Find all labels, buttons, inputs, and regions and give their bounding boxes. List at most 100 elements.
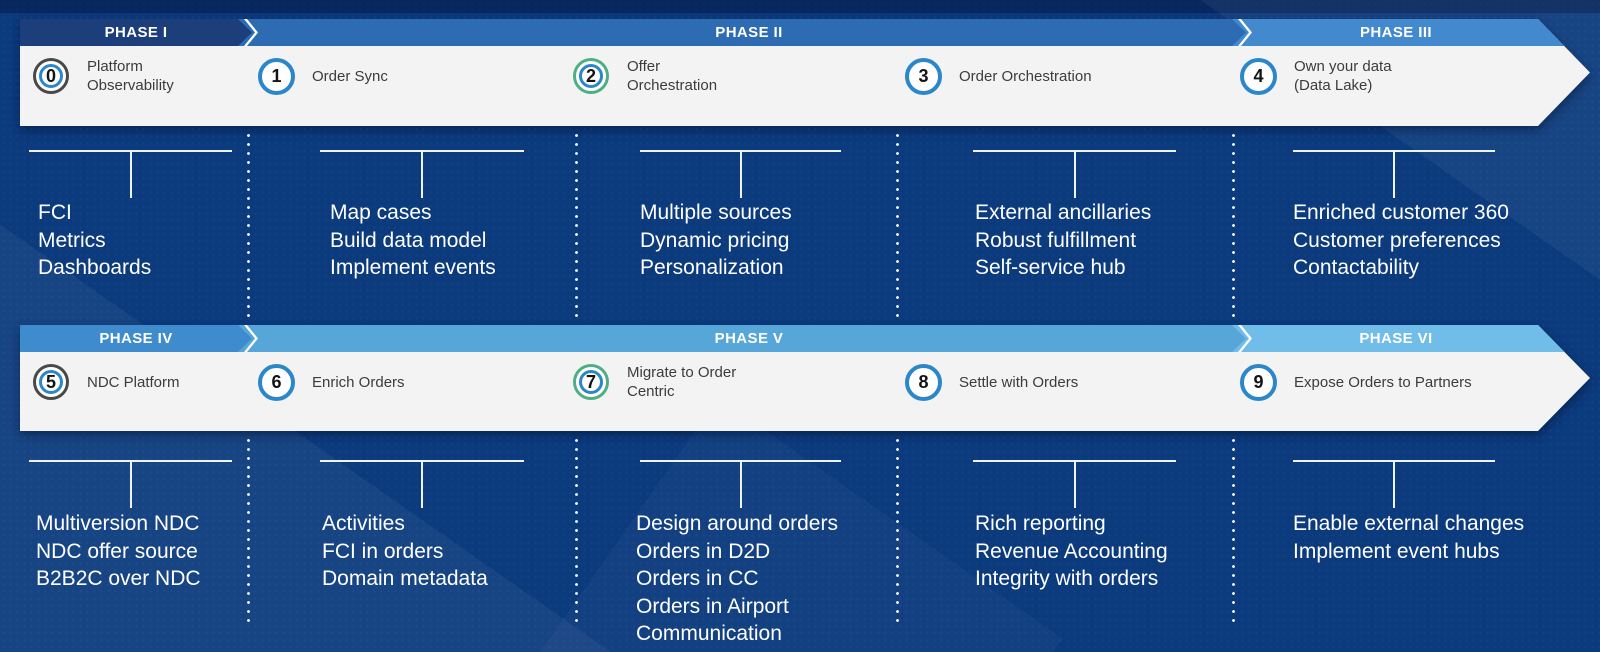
list-item: Customer preferences: [1293, 228, 1501, 252]
milestone-number: 4: [1253, 66, 1264, 86]
list-item: Enable external changes: [1293, 512, 1525, 535]
badge-inner-ring: 2: [579, 64, 603, 88]
milestone-number: 2: [585, 65, 596, 86]
phase-i-label: PHASE I: [104, 24, 168, 41]
milestone-5-badge: 5: [33, 364, 69, 400]
phase-iv-label: PHASE IV: [99, 330, 173, 347]
dotted-separator: [896, 131, 899, 321]
badge-inner-ring: 9: [1247, 371, 1271, 395]
list-item: Multiversion NDC: [36, 512, 200, 535]
phase-bar-bottom: PHASE IV PHASE V PHASE VI 5 NDC Platform…: [20, 325, 1590, 431]
list-item: Orders in D2D: [636, 539, 771, 563]
dotted-separator: [1232, 436, 1235, 628]
phase-bar-top-body: PHASE I PHASE II PHASE III 0 Platform Ob…: [20, 19, 1590, 126]
phase-i-segment: [20, 19, 252, 46]
badge-inner-ring: 6: [265, 371, 289, 395]
list-item: Rich reporting: [975, 512, 1106, 535]
milestone-3-badge: 3: [905, 58, 942, 95]
deliverables-list: Enable external changes Implement event …: [1293, 510, 1524, 565]
milestone-number: 1: [271, 66, 282, 86]
list-item: Communication: [636, 622, 782, 645]
milestone-label: Order Sync: [312, 67, 388, 85]
bracket-connector: [29, 460, 232, 510]
milestone-0-badge: 0: [33, 58, 69, 94]
phase-bar-top: PHASE I PHASE II PHASE III 0 Platform Ob…: [20, 19, 1590, 126]
list-item: Dashboards: [38, 256, 152, 279]
deliverables-list: Activities FCI in orders Domain metadata: [322, 510, 488, 593]
milestone-label: NDC Platform: [87, 373, 180, 391]
milestone-number: 3: [918, 66, 929, 86]
list-item: Orders in CC: [636, 567, 759, 590]
phase-v-label: PHASE V: [714, 330, 784, 347]
bracket-connector: [320, 460, 524, 510]
milestone-7-badge: 7: [573, 364, 609, 400]
deliverables-list: Map cases Build data model Implement eve…: [330, 199, 496, 282]
phase-bar-bottom-body: PHASE IV PHASE V PHASE VI 5 NDC Platform…: [20, 325, 1590, 431]
deliverables-list: Rich reporting Revenue Accounting Integr…: [975, 510, 1168, 593]
milestone-label: Settle with Orders: [959, 373, 1079, 391]
list-item: Robust fulfillment: [975, 228, 1137, 252]
bracket-connector: [1293, 150, 1495, 200]
milestone-number: 7: [585, 371, 596, 392]
list-item: External ancillaries: [975, 201, 1152, 224]
list-item: Metrics: [38, 228, 106, 252]
list-item: Activities: [322, 512, 405, 535]
phase-banner-bottom: PHASE IV PHASE V PHASE VI: [20, 325, 1590, 352]
badge-inner-ring: 5: [39, 370, 63, 394]
badge-inner-ring: 1: [265, 65, 289, 89]
badge-inner-ring: 3: [912, 65, 936, 89]
list-item: Enriched customer 360: [1293, 201, 1509, 224]
milestone-label: Platform Observability: [87, 58, 174, 94]
milestone-label: Enrich Orders: [312, 373, 405, 391]
list-item: Design around orders: [636, 512, 838, 535]
deliverables-list: Enriched customer 360 Customer preferenc…: [1293, 199, 1509, 282]
phase-iii-label: PHASE III: [1360, 24, 1432, 41]
milestone-label: Own your data (Data Lake): [1294, 58, 1392, 94]
phase-vi-label: PHASE VI: [1359, 330, 1433, 347]
bracket-connector: [320, 150, 524, 200]
list-item: Build data model: [330, 228, 487, 252]
deliverables-list: Design around orders Orders in D2D Order…: [636, 510, 838, 648]
badge-inner-ring: 0: [39, 64, 63, 88]
phase-iv-segment: [20, 325, 252, 352]
milestone-number: 6: [271, 372, 282, 392]
bracket-connector: [29, 150, 232, 200]
milestone-number: 5: [45, 371, 56, 392]
list-item: Contactability: [1293, 256, 1420, 279]
milestone-number: 8: [918, 372, 929, 392]
milestone-number: 0: [45, 65, 56, 86]
milestone-9-badge: 9: [1240, 364, 1277, 401]
milestone-label: Migrate to Order Centric: [627, 364, 737, 400]
list-item: FCI: [38, 201, 72, 224]
milestone-1-badge: 1: [258, 58, 295, 95]
bracket-connector: [1293, 460, 1495, 510]
deliverables-list: External ancillaries Robust fulfillment …: [975, 199, 1151, 282]
list-item: FCI in orders: [322, 539, 444, 563]
bracket-connector: [973, 460, 1176, 510]
background-top-band: [0, 0, 1600, 13]
list-item: NDC offer source: [36, 539, 198, 563]
list-item: Personalization: [640, 256, 784, 279]
milestone-label: Expose Orders to Partners: [1294, 373, 1472, 391]
dotted-separator: [247, 436, 250, 628]
list-item: Map cases: [330, 201, 432, 224]
list-item: Orders in Airport: [636, 594, 789, 618]
milestone-8-badge: 8: [905, 364, 942, 401]
list-item: Implement events: [330, 256, 496, 279]
bracket-connector: [973, 150, 1176, 200]
dotted-separator: [575, 131, 578, 321]
phase-banner-top: PHASE I PHASE II PHASE III: [20, 19, 1590, 46]
list-item: B2B2C over NDC: [36, 567, 201, 590]
list-item: Self-service hub: [975, 256, 1126, 279]
milestone-4-badge: 4: [1240, 58, 1277, 95]
badge-inner-ring: 4: [1247, 65, 1271, 89]
bracket-connector: [640, 150, 841, 200]
list-item: Domain metadata: [322, 567, 488, 590]
list-item: Dynamic pricing: [640, 228, 790, 252]
list-item: Multiple sources: [640, 201, 792, 224]
list-item: Integrity with orders: [975, 567, 1159, 590]
list-item: Revenue Accounting: [975, 539, 1168, 563]
dotted-separator: [247, 131, 250, 321]
milestone-label: Offer Orchestration: [627, 58, 718, 94]
